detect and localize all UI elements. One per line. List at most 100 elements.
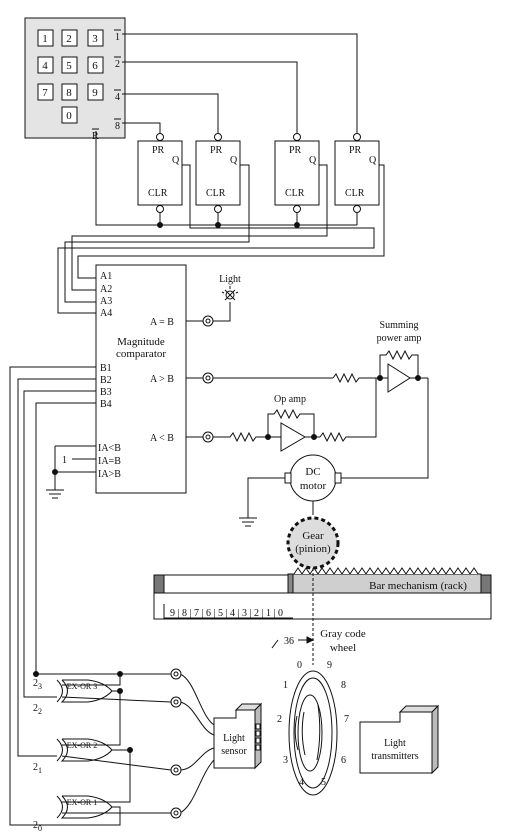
ff4-q: Q <box>369 155 377 166</box>
gray-code-wheel: 0 9 8 7 6 5 4 3 2 1 <box>277 660 349 796</box>
cmp-a2: A2 <box>100 284 112 295</box>
ff1-q: Q <box>172 155 180 166</box>
key-0[interactable]: 0 <box>66 110 72 122</box>
key-9[interactable]: 9 <box>92 87 98 99</box>
cmp-title-1: Magnitude <box>117 336 165 348</box>
transmitter-label-1: Light <box>384 738 406 749</box>
xor3-label: EX-OR 3 <box>67 682 97 691</box>
ff2-clr: CLR <box>206 188 226 199</box>
key-1[interactable]: 1 <box>42 33 48 45</box>
cmp-out-lt-label: A < B <box>150 433 174 444</box>
ff3-clr: CLR <box>285 188 305 199</box>
key-5[interactable]: 5 <box>66 60 72 72</box>
ff4-clr: CLR <box>345 188 365 199</box>
flip-flop-4: PR Q CLR <box>334 133 380 213</box>
q-wires <box>57 164 385 314</box>
bar-rack: 9 | 8 | 7 | 6 | 5 | 4 | 3 | 2 | 1 | 0 Ba… <box>153 567 492 665</box>
bit-2-0: 20 <box>33 820 42 833</box>
cascade-ties: 1 <box>46 445 96 499</box>
ff4-pr: PR <box>349 145 362 156</box>
cmp-ia-eq: IA=B <box>98 456 121 467</box>
flip-flop-3: PR Q CLR <box>274 133 320 213</box>
key-7[interactable]: 7 <box>42 87 48 99</box>
ff2-pr: PR <box>210 145 223 156</box>
rack-label: Bar mechanism (rack) <box>369 580 467 592</box>
summing-label-2: power amp <box>377 333 422 344</box>
key-2[interactable]: 2 <box>66 33 72 45</box>
sensor-label-2: sensor <box>221 746 247 757</box>
wheel-label-2: wheel <box>330 642 356 654</box>
cmp-out-eq-label: A = B <box>150 317 174 328</box>
ff2-q: Q <box>230 155 238 166</box>
cascade-high-label: 1 <box>62 455 67 466</box>
keypad-out-8: 8 <box>115 121 120 132</box>
sensor-wires <box>170 668 215 819</box>
sensor-label-1: Light <box>223 733 245 744</box>
wheel-num-4: 4 <box>299 777 304 788</box>
op-amp: Op amp <box>213 378 377 452</box>
cmp-title-2: comparator <box>116 348 166 360</box>
keypad-out-1: 1 <box>115 32 120 43</box>
angle-marker: 36 Gray code wheel <box>271 628 366 654</box>
cmp-b4: B4 <box>100 399 112 410</box>
summing-amp: Summing power amp <box>213 320 428 393</box>
light-transmitters: Light transmitters <box>359 704 440 775</box>
wheel-num-7: 7 <box>344 714 349 725</box>
magnitude-comparator: A1 A2 A3 A4 A = B Magnitude comparator B… <box>95 264 214 494</box>
key-3[interactable]: 3 <box>92 33 98 45</box>
xor-gate-1: EX-OR 1 <box>56 795 113 819</box>
cmp-a4: A4 <box>100 308 112 319</box>
rack-scale: 9 | 8 | 7 | 6 | 5 | 4 | 3 | 2 | 1 | 0 <box>170 608 283 619</box>
gear-pinion: Gear (pinion) <box>286 516 340 570</box>
xor-gates: EX-OR 3 EX-OR 2 EX-OR 1 <box>56 679 113 819</box>
wheel-num-3: 3 <box>283 755 288 766</box>
motor-label-2: motor <box>300 480 327 492</box>
cmp-ia-gt: IA>B <box>98 469 121 480</box>
dc-motor: DC motor <box>239 378 429 527</box>
key-4[interactable]: 4 <box>42 60 48 72</box>
keypad-out-4: 4 <box>115 92 120 103</box>
light-label: Light <box>219 274 241 285</box>
ff3-q: Q <box>309 155 317 166</box>
flip-flop-1: PR Q CLR <box>137 133 183 213</box>
gear-label-2: (pinion) <box>295 543 331 555</box>
bit-labels: 23 22 21 20 <box>33 678 42 833</box>
motor-label-1: DC <box>305 466 320 478</box>
light-sensor: Light sensor <box>213 702 263 770</box>
conversion-wires <box>9 366 172 826</box>
xor-gate-2: EX-OR 2 <box>56 738 113 762</box>
wheel-num-0: 0 <box>297 660 302 671</box>
cmp-a1: A1 <box>100 271 112 282</box>
cmp-out-gt-label: A > B <box>150 374 174 385</box>
bit-2-1: 21 <box>33 762 42 775</box>
op-amp-label: Op amp <box>274 394 306 405</box>
key-6[interactable]: 6 <box>92 60 98 72</box>
key-8[interactable]: 8 <box>66 87 72 99</box>
wheel-num-9: 9 <box>327 660 332 671</box>
cmp-ia-lt: IA<B <box>98 443 121 454</box>
wheel-label-1: Gray code <box>320 628 366 640</box>
transmitter-label-2: transmitters <box>371 751 418 762</box>
wheel-num-1: 1 <box>283 680 288 691</box>
wheel-num-8: 8 <box>341 680 346 691</box>
gear-label-1: Gear <box>302 530 324 542</box>
ff1-clr: CLR <box>148 188 168 199</box>
bit-2-3: 23 <box>33 678 42 691</box>
keypad-out-2: 2 <box>115 59 120 70</box>
keypad: 1 2 3 4 5 6 7 8 9 0 1 2 4 8 R <box>24 17 126 142</box>
cmp-b2: B2 <box>100 375 112 386</box>
keypad-keys: 1 2 3 4 5 6 7 8 9 0 <box>37 29 104 124</box>
angle-label: 36 <box>284 636 294 647</box>
clear-bus <box>95 131 358 228</box>
cmp-b1: B1 <box>100 363 112 374</box>
wheel-num-2: 2 <box>277 714 282 725</box>
ff3-pr: PR <box>289 145 302 156</box>
wheel-num-6: 6 <box>341 755 346 766</box>
cmp-a3: A3 <box>100 296 112 307</box>
cmp-b3: B3 <box>100 387 112 398</box>
ff1-pr: PR <box>152 145 165 156</box>
light-indicator: Light <box>213 274 241 322</box>
flip-flop-2: PR Q CLR <box>195 133 241 213</box>
